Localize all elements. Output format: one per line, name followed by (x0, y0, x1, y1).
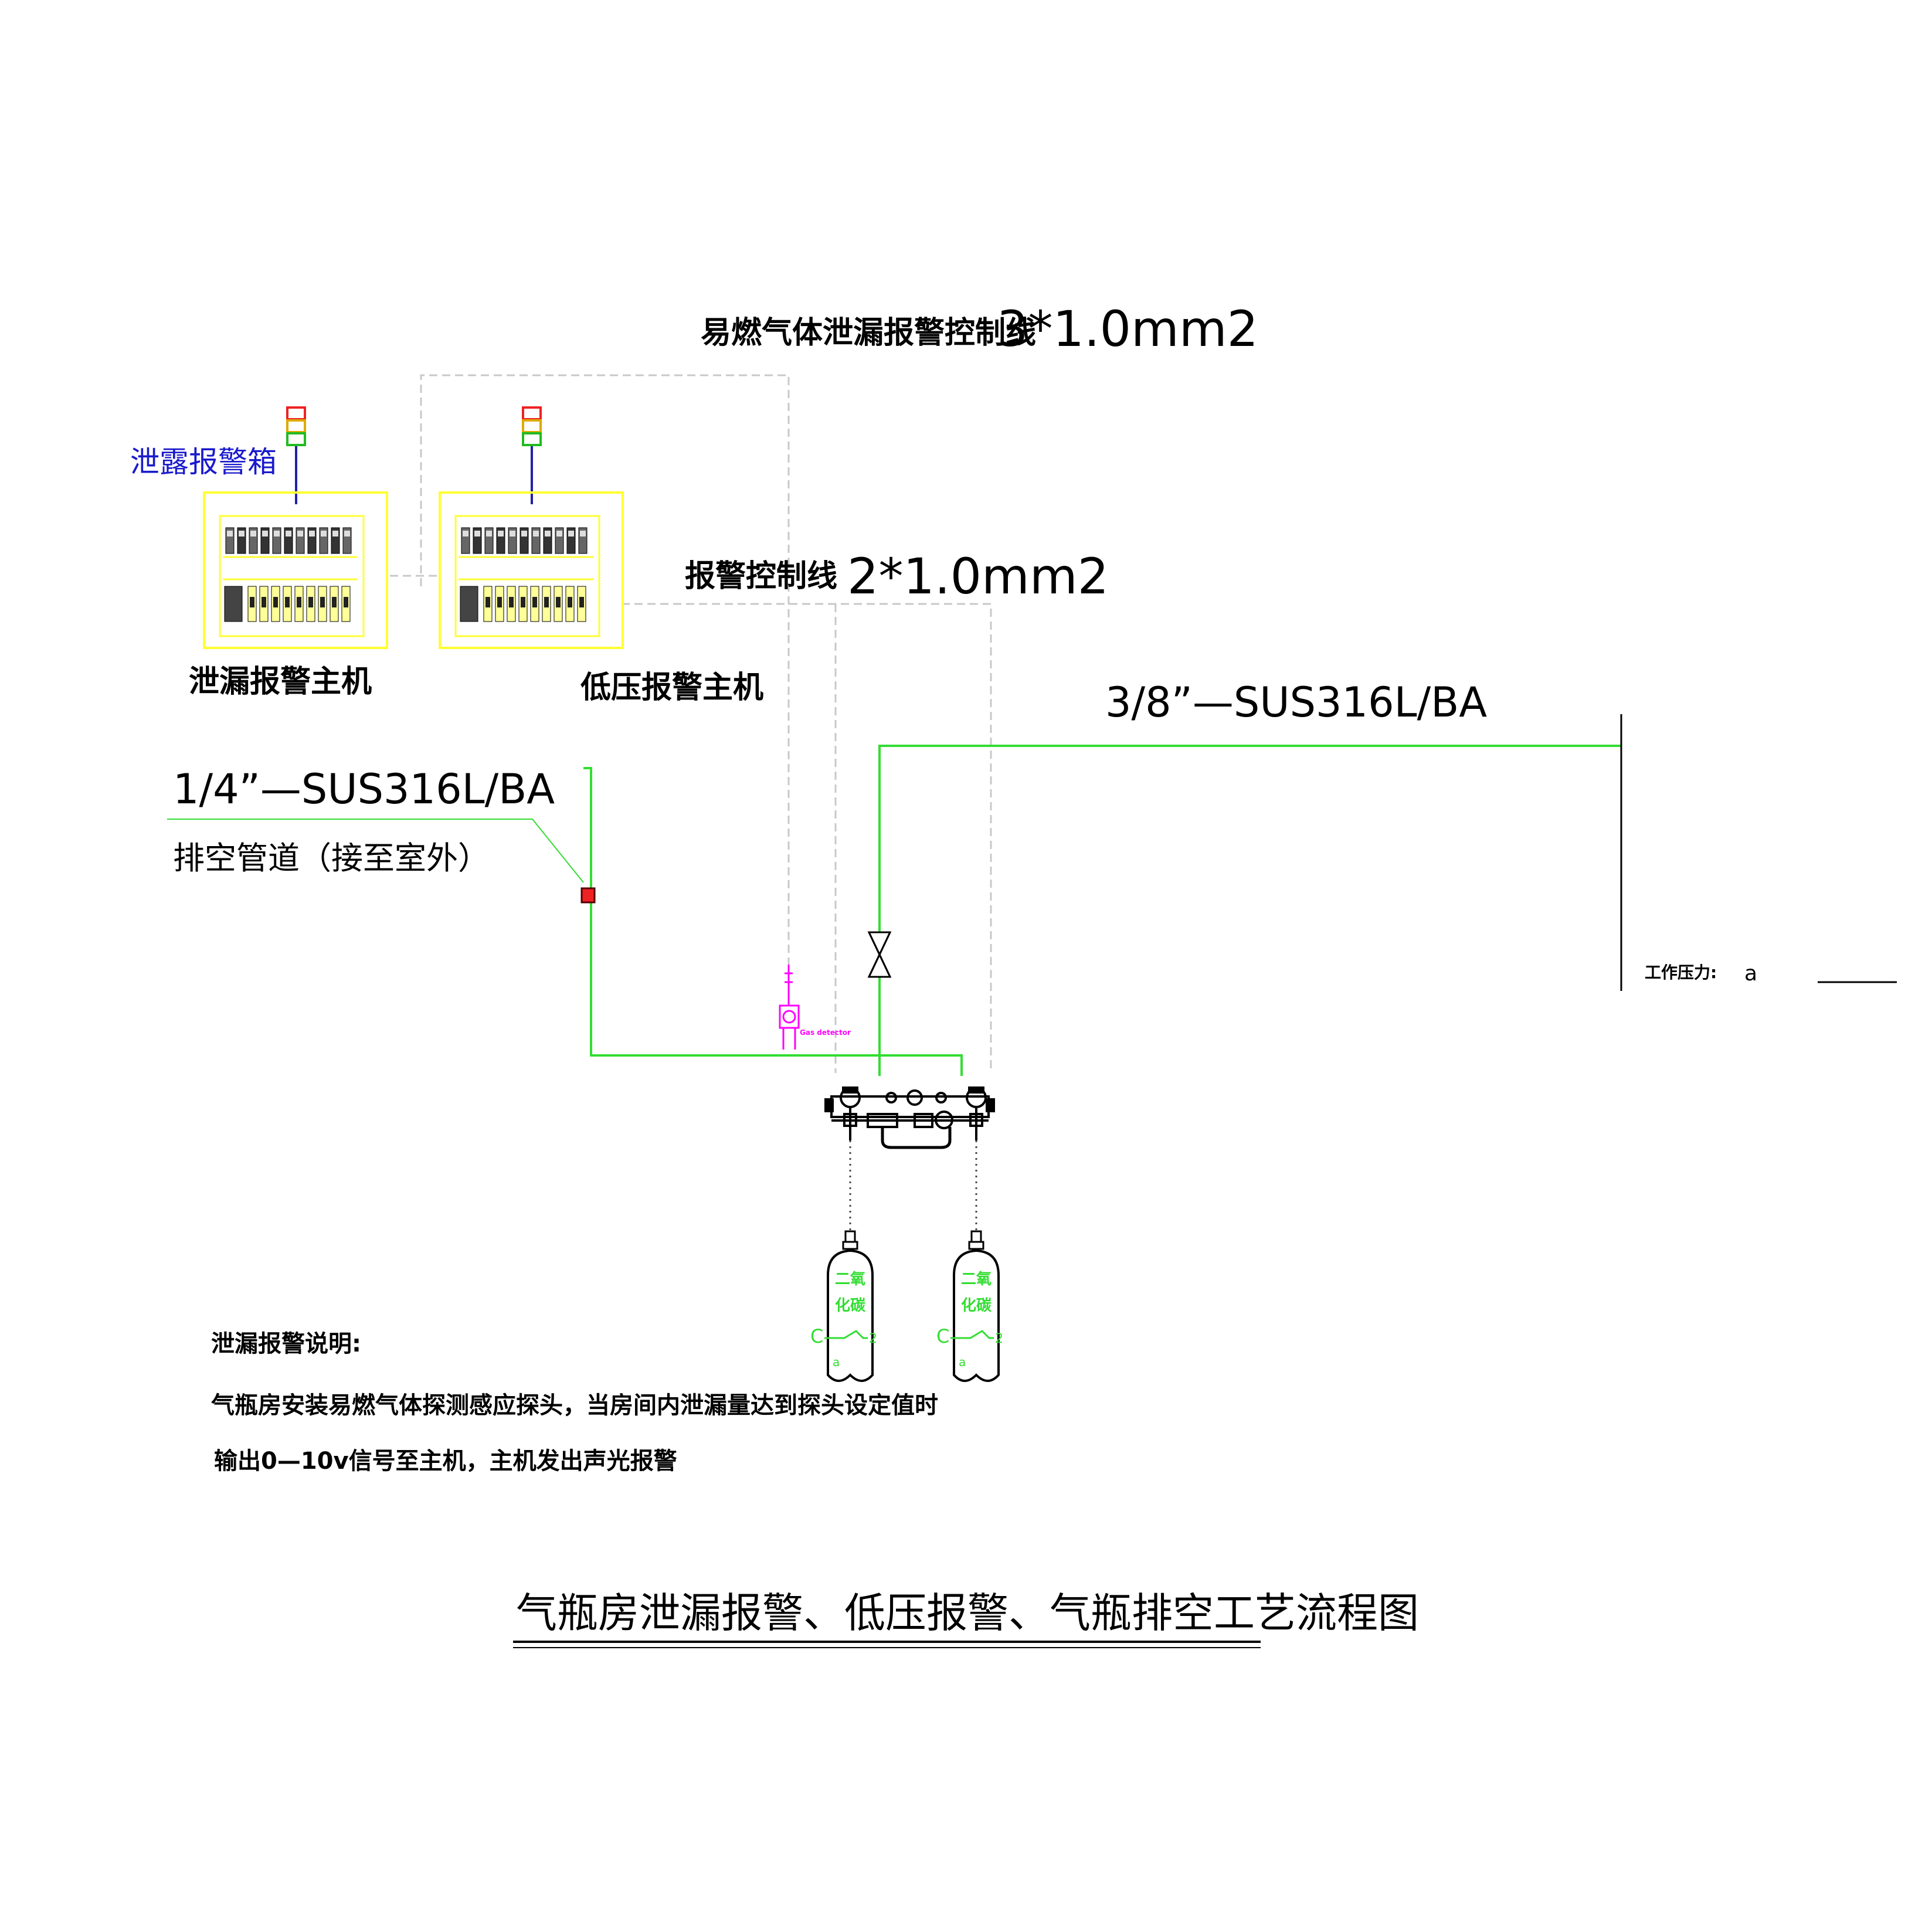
cabinet-modules (223, 527, 358, 622)
cylinder-hoses (849, 1140, 977, 1231)
vent-leader-line (167, 819, 584, 883)
flammable-control-line-path (420, 374, 790, 965)
notes-line-1: 气瓶房安装易燃气体探测感应探头，当房间内泄漏量达到探头设定值时 (211, 1392, 938, 1419)
alarm-control-line-spec: 2*1.0mm2 (847, 548, 1109, 605)
alarm-control-line-path (622, 603, 992, 1073)
leak-alarm-cabinet[interactable] (203, 491, 388, 649)
alarm-control-line-label: 报警控制线 (685, 559, 837, 594)
notes-line-2: 输出0—10v信号至主机，主机发出声光报警 (214, 1448, 677, 1475)
vent-pipe-spec-label: 1/4”—SUS316L/BA (173, 765, 555, 813)
alarm-tower-left-icon (286, 406, 306, 504)
cylinder-gas-name: 化碳 (961, 1297, 992, 1315)
cylinder-gas-name: 二氧 (835, 1271, 865, 1288)
cylinder-formula-c: C (810, 1325, 823, 1347)
low-pressure-alarm-host-label: 低压报警主机 (580, 670, 763, 705)
diagram-title: 气瓶房泄漏报警、低压报警、气瓶排空工艺流程图 (516, 1589, 1419, 1637)
working-pressure-label: 工作压力: (1645, 963, 1717, 982)
gas-manifold-panel[interactable] (824, 1086, 995, 1149)
cylinder-mark: a (959, 1355, 966, 1369)
gas-detector-icon[interactable] (779, 965, 800, 1050)
cylinder-gas-name: 化碳 (835, 1297, 866, 1315)
center-gauge-icon (906, 1089, 923, 1106)
cabinet-modules (459, 527, 593, 622)
shutoff-valve-icon[interactable] (867, 931, 892, 978)
vent-pipe-label: 排空管道（接至室外） (173, 840, 490, 877)
cylinder-formula-2: 2 (995, 1332, 1003, 1346)
title-underline (513, 1641, 1261, 1648)
cylinder-formula-c: C (936, 1325, 949, 1347)
signal-lines (390, 374, 992, 1073)
gas-detector-label: Gas detector (800, 1028, 851, 1037)
pressure-gauge-stand (1620, 714, 1897, 991)
low-pressure-alarm-cabinet[interactable] (439, 491, 624, 649)
cylinder-mark: a (833, 1355, 840, 1369)
flammable-control-line-label: 易燃气体泄漏报警控制线 (701, 315, 1036, 351)
main-pipe-spec-label: 3/8”—SUS316L/BA (1105, 678, 1487, 726)
co2-cylinder[interactable]: 二氧 化碳 C 2 a (810, 1230, 877, 1382)
alarm-box-label: 泄露报警箱 (130, 445, 277, 479)
notes-heading: 泄漏报警说明: (211, 1330, 361, 1357)
alarm-tower-right-icon (522, 406, 542, 504)
vent-pipe-1-4 (583, 767, 963, 1076)
working-pressure-unit: a (1744, 962, 1757, 986)
co2-cylinder[interactable]: 二氧 化碳 C 2 a (936, 1230, 1003, 1382)
cylinder-gas-name: 二氧 (961, 1271, 992, 1288)
vent-valve-icon[interactable] (580, 887, 596, 904)
cylinder-formula-2: 2 (869, 1332, 877, 1346)
flammable-control-line-spec: 3*1.0mm2 (997, 300, 1258, 358)
leak-alarm-host-label: 泄漏报警主机 (189, 664, 372, 700)
